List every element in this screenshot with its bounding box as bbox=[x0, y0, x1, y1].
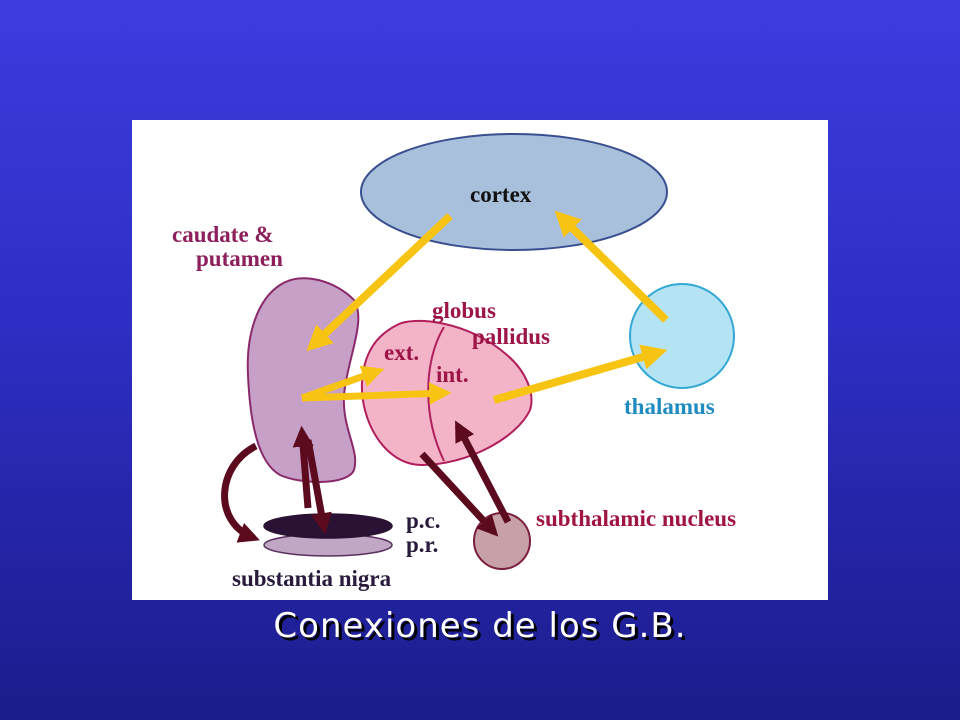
arrow-cortex-to-caudate bbox=[306, 213, 453, 352]
arrow-caudate-to-ext bbox=[300, 365, 385, 402]
ext-label: ext. bbox=[384, 340, 419, 365]
thalamus-label: thalamus bbox=[624, 394, 715, 419]
arrow-caudate-to-nigra bbox=[304, 439, 332, 535]
substantia-nigra-label: substantia nigra bbox=[232, 566, 392, 591]
caudate-label-line2: putamen bbox=[196, 246, 283, 271]
substantia-nigra-pc bbox=[263, 513, 393, 539]
globus-divider-line bbox=[427, 326, 445, 462]
int-label: int. bbox=[436, 362, 469, 387]
arrow-caudate-to-nigra-pr bbox=[221, 442, 260, 543]
arrow-caudate-to-int bbox=[301, 382, 452, 405]
arrow-subthalamic-to-int bbox=[454, 420, 512, 524]
subthalamic-label: subthalamic nucleus bbox=[536, 506, 736, 531]
arrow-nigra-to-caudate bbox=[292, 425, 314, 509]
cortex-region bbox=[360, 133, 668, 251]
pc-label: p.c. bbox=[406, 508, 441, 533]
pr-label: p.r. bbox=[406, 532, 438, 557]
diagram-panel: cortex caudate & putamen globus pallidus… bbox=[132, 120, 828, 600]
arrow-gp-to-thalamus bbox=[492, 344, 668, 404]
globus-label-line2: pallidus bbox=[472, 324, 550, 349]
globus-label-line1: globus bbox=[432, 298, 496, 323]
caudate-label-line1: caudate & bbox=[172, 222, 274, 247]
cortex-label: cortex bbox=[470, 182, 532, 207]
arrow-ext-to-subthalamic bbox=[419, 451, 499, 537]
arrow-thalamus-to-cortex bbox=[554, 210, 669, 323]
slide-caption: Conexiones de los G.B. bbox=[273, 606, 687, 646]
basal-ganglia-diagram: cortex caudate & putamen globus pallidus… bbox=[172, 133, 736, 591]
